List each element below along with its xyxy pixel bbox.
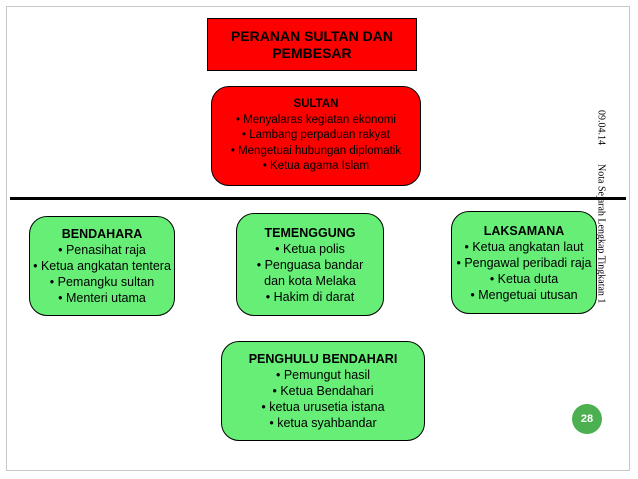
- list-item: • Mengetuai utusan: [470, 287, 578, 302]
- list-item: dan kota Melaka: [264, 273, 356, 288]
- slide-title: PERANAN SULTAN DAN PEMBESAR: [230, 27, 394, 61]
- penghulu-bendahari-box: PENGHULU BENDAHARI • Pemungut hasil • Ke…: [221, 341, 425, 441]
- list-item: • ketua urusetia istana: [261, 400, 385, 414]
- bendahara-box: BENDAHARA • Penasihat raja • Ketua angka…: [29, 216, 175, 316]
- bendahara-heading: BENDAHARA: [61, 227, 143, 241]
- list-item: • Ketua duta: [489, 271, 559, 286]
- list-item: • Ketua angkatan laut: [464, 239, 584, 254]
- laksamana-box: LAKSAMANA • Ketua angkatan laut • Pengaw…: [451, 211, 597, 314]
- list-item: • Menteri utama: [58, 291, 146, 305]
- list-item: • Ketua polis: [275, 241, 345, 256]
- temenggung-heading: TEMENGGUNG: [264, 225, 356, 240]
- page-number-badge: 28: [572, 404, 602, 434]
- divider-line: [10, 197, 626, 200]
- list-item: • Penguasa bandar: [256, 257, 364, 272]
- side-footer: 09.04.14 Nota Sejarah Lengkap Tingkatan …: [592, 108, 610, 348]
- list-item: • Ketua agama Islam: [262, 160, 370, 173]
- penghulu-heading: PENGHULU BENDAHARI: [248, 352, 398, 366]
- sultan-box: SULTAN • Menyalaras kegiatan ekonomi • L…: [211, 86, 421, 186]
- footer-note: Nota Sejarah Lengkap Tingkatan 1: [595, 164, 607, 304]
- footer-date: 09.04.14: [595, 110, 607, 145]
- list-item: • Pengawal peribadi raja: [456, 255, 592, 270]
- sultan-heading: SULTAN: [293, 98, 339, 111]
- list-item: • Ketua angkatan tentera: [33, 259, 171, 273]
- slide-frame: [6, 6, 630, 471]
- temenggung-box: TEMENGGUNG • Ketua polis • Penguasa band…: [236, 213, 384, 316]
- list-item: • Penasihat raja: [58, 243, 146, 257]
- list-item: • ketua syahbandar: [269, 416, 377, 430]
- list-item: • Mengetuai hubungan diplomatik: [230, 144, 402, 157]
- list-item: • Menyalaras kegiatan ekonomi: [235, 113, 396, 126]
- list-item: • Ketua Bendahari: [272, 384, 374, 398]
- list-item: • Pemangku sultan: [49, 275, 155, 289]
- list-item: • Lambang perpaduan rakyat: [242, 129, 390, 142]
- title-box: PERANAN SULTAN DAN PEMBESAR: [207, 18, 417, 71]
- list-item: • Pemungut hasil: [275, 368, 370, 382]
- list-item: • Hakim di darat: [265, 289, 355, 304]
- laksamana-heading: LAKSAMANA: [483, 223, 565, 238]
